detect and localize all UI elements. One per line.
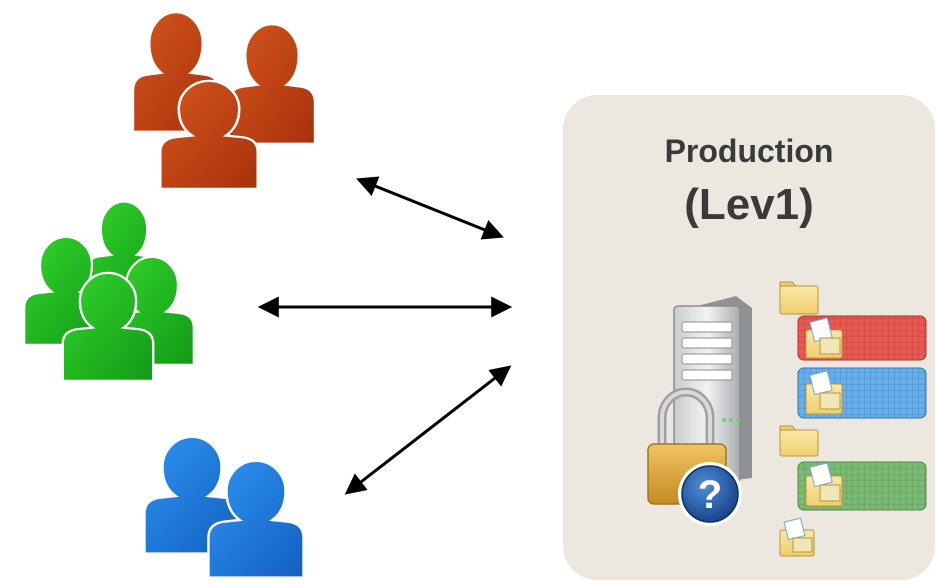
server-icon [673,296,752,486]
production-level: (Lev1) [684,180,814,229]
folder-icon [779,425,819,457]
red-to-production-arrow-icon [356,176,504,240]
folder-icon [779,281,819,315]
question-icon: ? [678,462,742,526]
blue-user-group-icon [143,435,305,579]
document-folder-icon [805,370,843,415]
folder-tree [779,281,927,557]
green-user-group-icon [23,200,195,383]
red-user-group-icon [131,10,317,191]
production-title: Production [664,133,834,169]
document-folder-icon [805,317,843,359]
document-folder-icon [805,462,843,507]
document-folder-icon [779,517,815,557]
svg-text:?: ? [698,473,722,517]
blue-to-production-arrow-icon [344,365,512,495]
